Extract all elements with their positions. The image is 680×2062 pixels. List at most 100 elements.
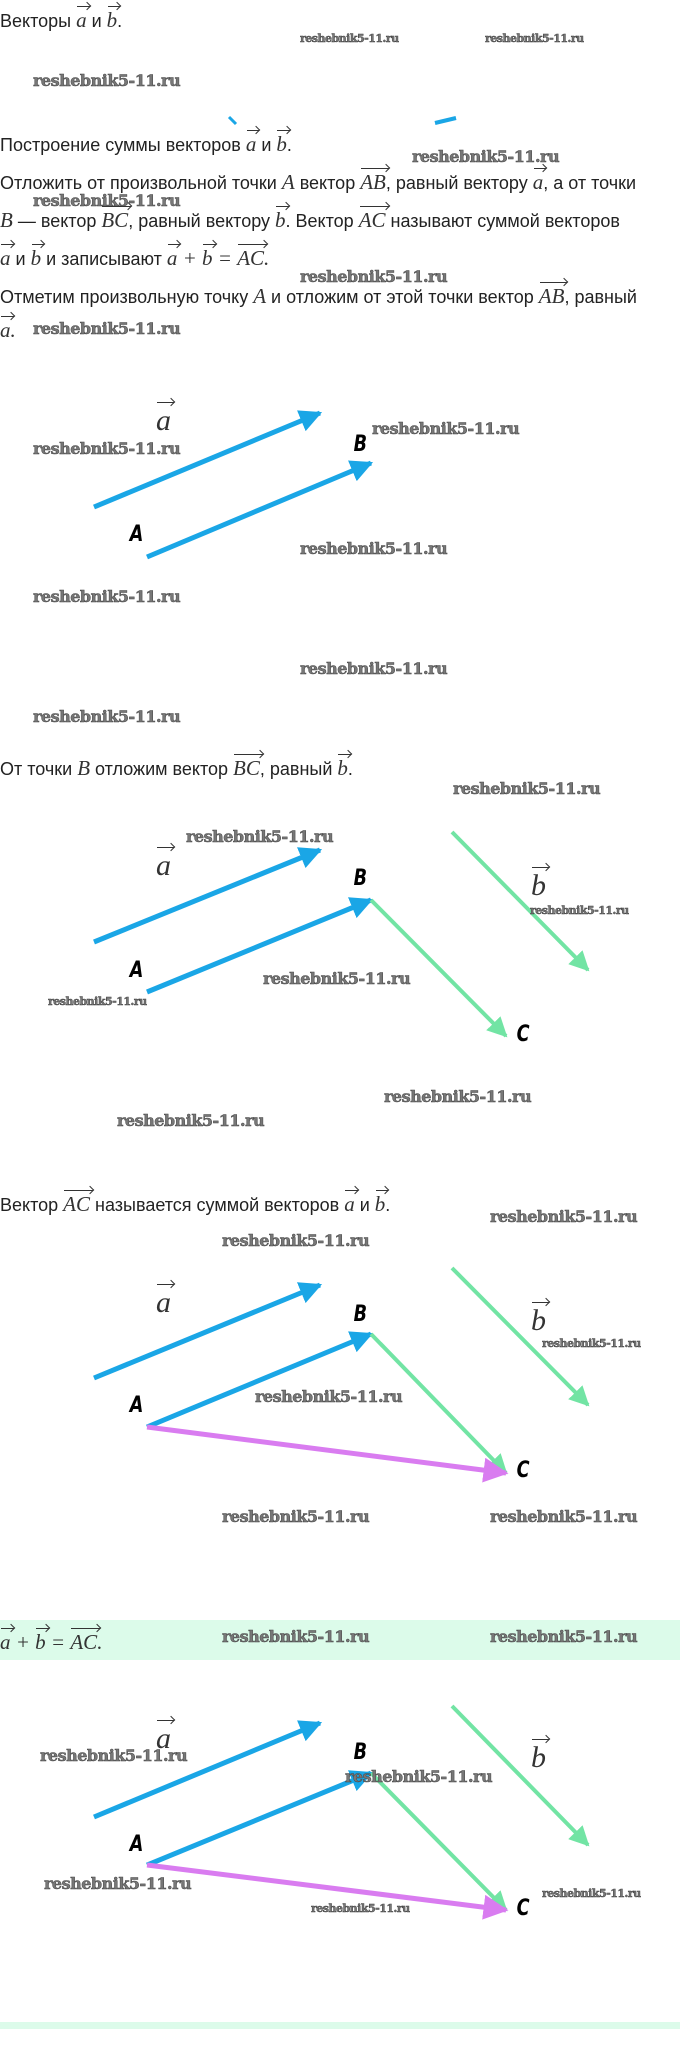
vector-b-label: b [531, 1737, 549, 1775]
text-fragment: называют суммой векторов [385, 211, 620, 231]
text-fragment: Построение суммы векторов [0, 135, 246, 155]
text-fragment: Вектор [0, 1195, 64, 1215]
watermark: reshebnik5-11.ru [117, 1111, 265, 1131]
vector-a: a [0, 242, 13, 270]
vector-ab: AB [360, 166, 389, 194]
text-fragment: — вектор [12, 211, 102, 231]
vector-a: a [0, 1626, 13, 1654]
point-a-label: A [129, 522, 144, 547]
vector-b-arrow [450, 1704, 590, 1847]
vector-ab-arrow [146, 460, 374, 560]
vector-bc: BC [101, 204, 132, 232]
vector-b-arrow [450, 1266, 590, 1407]
watermark: reshebnik5-11.ru [530, 904, 630, 918]
watermark: reshebnik5-11.ru [186, 827, 334, 847]
vector-b: b [35, 1626, 49, 1654]
point-a-label: A [129, 1832, 144, 1857]
label-vector-a: a [156, 400, 174, 438]
vector-bc: BC [233, 752, 263, 780]
math-symbol: A [281, 170, 295, 194]
vector-b-arrow [450, 830, 590, 972]
watermark: reshebnik5-11.ru [33, 439, 181, 459]
vector-a-arrow [93, 1282, 323, 1381]
text-fragment: и [256, 135, 277, 155]
text-fragment: Отложить от произвольной точки [0, 173, 282, 193]
label-vector-b: b [531, 1300, 549, 1338]
point-a-label: A [129, 958, 144, 983]
text-fragment: . Вектор [285, 211, 359, 231]
watermark: reshebnik5-11.ru [300, 267, 448, 287]
step-1-line-b: a. [0, 314, 16, 343]
watermark: reshebnik5-11.ru [345, 1767, 493, 1787]
watermark: reshebnik5-11.ru [311, 1902, 411, 1916]
vector-a: a [246, 128, 259, 156]
step-3-line: Вектор AC называется суммой векторов a и… [0, 1188, 390, 1217]
math-symbol: + [177, 246, 203, 270]
watermark: reshebnik5-11.ru [33, 191, 181, 211]
watermark: reshebnik5-11.ru [222, 1627, 370, 1647]
vector-a: a [344, 1188, 358, 1216]
text-fragment: и [354, 1195, 375, 1215]
rule-line-3: a и b и записывают a + b = AC. [0, 242, 269, 271]
vector-b: b [375, 1188, 388, 1216]
step-1-line-a: Отметим произвольную точку A и отложим о… [0, 280, 637, 309]
vector-a-label: a [156, 1718, 174, 1756]
text-fragment: . [385, 1195, 391, 1215]
vector-b: b [107, 4, 120, 32]
math-symbol: . [97, 1630, 103, 1654]
vector-bc-arrow [369, 1332, 508, 1475]
watermark: reshebnik5-11.ru [222, 1231, 370, 1251]
vector-b: b [337, 752, 351, 780]
watermark: reshebnik5-11.ru [263, 969, 411, 989]
label-vector-b: b [531, 1737, 549, 1775]
text-fragment: вектор [294, 173, 361, 193]
watermark: reshebnik5-11.ru [300, 659, 448, 679]
text-fragment: отложим вектор [90, 759, 234, 779]
watermark: reshebnik5-11.ru [485, 32, 585, 46]
vector-a-label: a [156, 400, 174, 438]
vector-ac: AC [63, 1188, 93, 1216]
text-fragment: , равный [564, 287, 637, 307]
text-fragment: и отложим от этой точки вектор [266, 287, 539, 307]
text-fragment: Отметим произвольную точку [0, 287, 254, 307]
point-b-label: B [353, 1302, 368, 1327]
watermark: reshebnik5-11.ru [33, 319, 181, 339]
text-fragment: , равный [259, 759, 338, 779]
text-fragment: называется суммой векторов [90, 1195, 345, 1215]
point-a-label: A [129, 1393, 144, 1418]
vector-ab-arrow [146, 897, 374, 995]
math-symbol: B [77, 756, 91, 780]
text-fragment: Векторы [0, 11, 77, 31]
text-fragment: , равный вектору [385, 173, 533, 193]
vector-ab: AB [539, 280, 568, 308]
intro-line: Векторы a и b. [0, 4, 122, 33]
math-symbol: = [45, 1630, 71, 1654]
vector-b: b [276, 128, 290, 156]
vector-a-label: a [156, 845, 174, 883]
point-c-label: C [516, 1458, 530, 1483]
point-c-label: C [516, 1022, 530, 1047]
watermark: reshebnik5-11.ru [48, 995, 148, 1009]
text-fragment: , а от точки [543, 173, 637, 193]
vector-ac-arrow [146, 1424, 509, 1483]
text-fragment: . [286, 135, 292, 155]
watermark: reshebnik5-11.ru [490, 1627, 638, 1647]
watermark: reshebnik5-11.ru [255, 1387, 403, 1407]
vector-a: a [76, 4, 89, 32]
watermark: reshebnik5-11.ru [44, 1874, 192, 1894]
point-c-label: C [516, 1896, 530, 1921]
vector-ab-arrow [146, 1770, 374, 1868]
vector-a: a [0, 314, 13, 342]
vector-bc-arrow [369, 1771, 508, 1912]
math-symbol: = [212, 246, 238, 270]
label-vector-a: a [156, 1718, 174, 1756]
image-fragment [434, 116, 457, 125]
vector-ac: AC [359, 204, 389, 232]
vector-a-arrow [93, 1720, 323, 1820]
watermark: reshebnik5-11.ru [412, 147, 560, 167]
vector-a-label: a [156, 1282, 174, 1320]
construction-title: Построение суммы векторов a и b. [0, 128, 292, 157]
image-fragment [227, 115, 238, 126]
result-formula: a + b = AC. [0, 1626, 102, 1655]
rule-line-2: B — вектор BC, равный вектору b. Вектор … [0, 204, 620, 233]
